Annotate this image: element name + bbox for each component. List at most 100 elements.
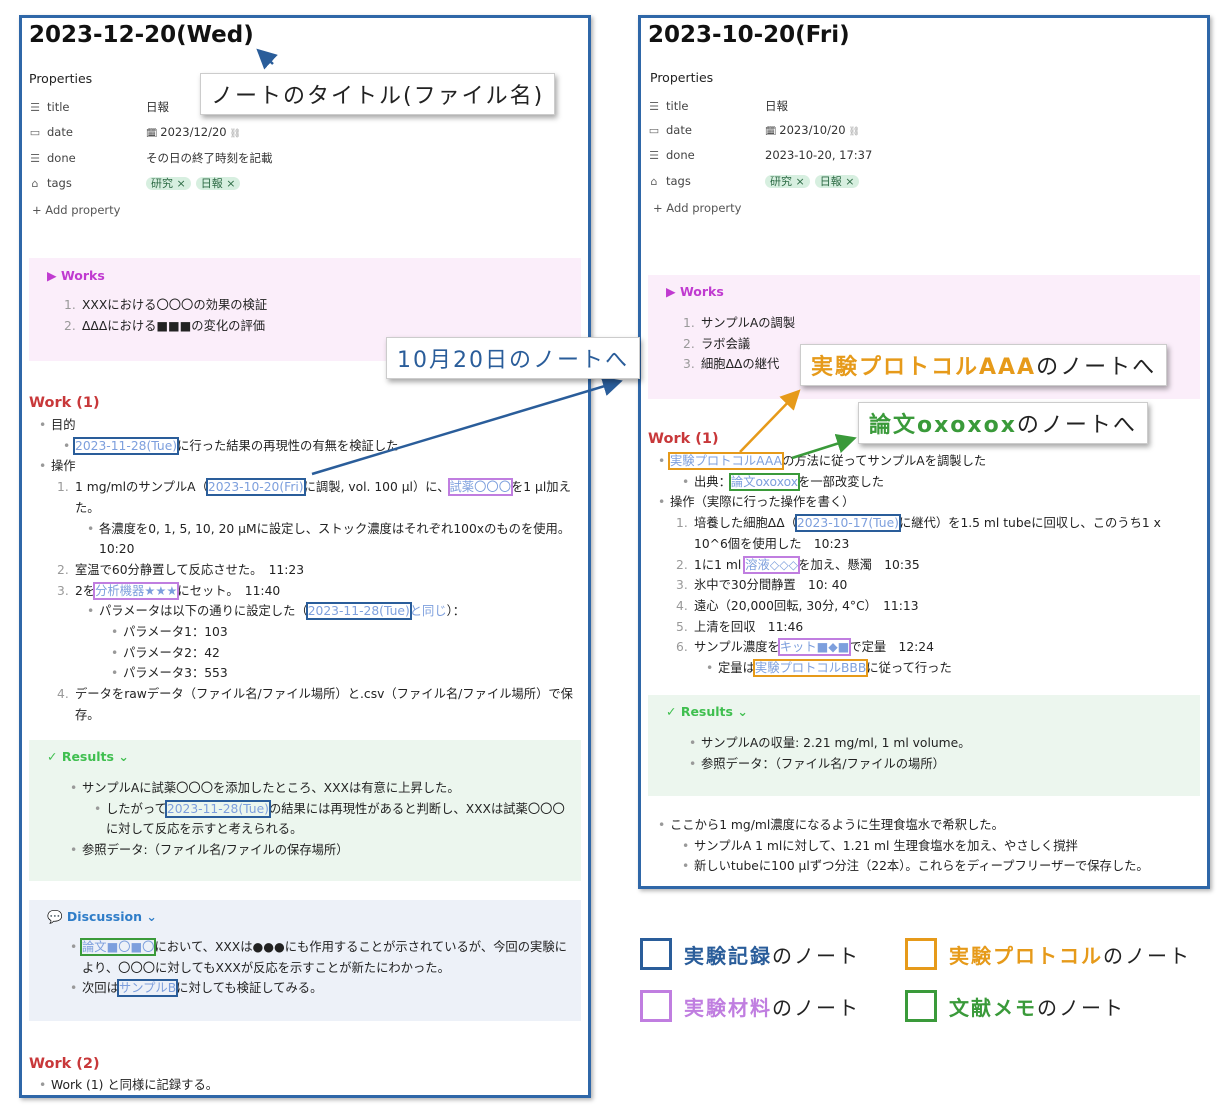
legend-item-record: 実験記録のノート [640,938,860,970]
property-value[interactable]: 日報 [765,98,788,114]
internal-link[interactable]: 2023-10-20(Fri) [205,478,306,497]
internal-link[interactable]: 実験プロトコルBBB [752,659,869,678]
property-value[interactable]: 日報 [146,99,169,115]
legend-label-highlight: 実験材料 [684,995,772,1020]
property-key-label: title [47,100,70,114]
link-icon[interactable]: ⛓ [226,129,241,139]
property-value[interactable]: 🗓 2023/10/20 ⛓ [765,123,860,137]
list-item: 5.上清を回収 11:46 [648,617,1197,638]
text: において、XXXは●●●にも作用することが示されているが、今回の実験により、〇〇… [82,940,567,975]
internal-link[interactable]: 2023-11-28(Tue) [164,799,271,818]
list-item: 3. 氷中で30分間静置 10: 40 [648,575,1197,596]
internal-link[interactable]: キット■◆■ [777,638,852,657]
tag-chip[interactable]: 日報 × [814,175,860,188]
legend-label-highlight: 文献メモ [949,995,1037,1020]
calendar-icon: 🗓 [146,129,161,139]
calendar-icon: ▭ [648,123,660,137]
bullet-icon: • [706,661,714,676]
list-number: 4. [676,598,688,613]
property-value-text: 2023/10/20 [779,123,846,137]
internal-link[interactable]: 論文oxoxox [728,472,801,491]
list-item: • 参照データ:（ファイル名/ファイルの保存場所） [36,840,571,861]
add-property-button[interactable]: + Add property [32,203,121,217]
property-value[interactable]: 🗓 2023/12/20 ⛓ [146,125,241,139]
tag-chip[interactable]: 日報 × [195,177,241,190]
note-title: 2023-12-20(Wed) [29,22,254,48]
property-row-date: ▭date🗓 2023/10/20 ⛓ [648,123,1168,137]
internal-link[interactable]: サンプルB [116,979,179,998]
works-heading[interactable]: ▶ Works [666,284,724,299]
legend-label: 実験材料のノート [684,992,860,1021]
list-item: •目的 [29,415,578,436]
list-number: 6. [676,640,688,655]
text: 各濃度を0, 1, 5, 10, 20 µMに設定し、ストック濃度はそれぞれ10… [99,521,571,557]
bullet-icon: • [87,521,95,536]
results-heading[interactable]: ✓ Results ⌄ [47,749,129,764]
link-icon[interactable]: ⛓ [845,127,860,137]
list-item: •論文■〇■〇において、XXXは●●●にも作用することが示されているが、今回の実… [36,937,571,978]
bullet-icon: • [689,736,697,750]
legend-label-highlight: 実験プロトコル [949,943,1103,968]
text: Work (1) と同様に記録する。 [51,1078,219,1092]
internal-link[interactable]: 分析機器★★★ [93,581,180,600]
text: 室温で60分静置して反応させた。 11:23 [75,562,305,577]
internal-link[interactable]: 2023-11-28(Tue) [305,602,412,621]
outline-list: •目的•2023-11-28(Tue)に行った結果の再現性の有無を検証した•操作… [29,415,578,726]
list-number: 3. [676,578,688,593]
internal-link[interactable]: 2023-10-17(Tue) [794,514,901,533]
legend-item-literature: 文献メモのノート [905,990,1125,1022]
internal-link[interactable]: 試薬〇〇〇 [447,478,513,497]
legend-swatch [640,938,672,970]
text: 上清を回収 11:46 [694,619,804,634]
internal-link[interactable]: と同じ [409,604,447,619]
property-value[interactable]: 研究 × 日報 × [765,173,864,189]
text-lines-icon: ☰ [649,99,659,113]
list-item: •パラメータ2：42 [29,643,578,664]
outline-list: •サンプルAの収量: 2.21 mg/ml, 1 ml volume。•参照デー… [655,733,1190,774]
list-number: 1. [676,516,688,531]
bullet-icon: • [111,625,119,640]
results-heading[interactable]: ✓ Results ⌄ [666,704,748,719]
callout-paper-highlight: 論文oxoxox [869,413,1017,438]
text: 参照データ:（ファイル名/ファイルの保存場所） [82,843,349,858]
paper-link-arrow [791,433,857,460]
bullet-icon: • [682,859,690,874]
internal-link[interactable]: 実験プロトコルAAA [668,452,784,470]
callout-paper: 論文oxoxoxのノートへ [858,402,1148,444]
list-item: •サンプルA 1 mlに対して、1.21 ml 生理食塩水を加え、やさしく撹拌 [648,836,1197,857]
property-value[interactable]: その日の終了時刻を記載 [146,150,273,166]
legend-label-rest: のノート [772,943,860,968]
property-value[interactable]: 研究 × 日報 × [146,175,245,191]
add-property-button[interactable]: + Add property [653,201,742,215]
list-item: 1.XXXにおける〇〇〇の効果の検証 [36,295,571,316]
property-value[interactable]: 2023-10-20, 17:37 [765,148,872,162]
bullet-icon: • [39,418,47,432]
discussion-heading[interactable]: 💬 Discussion ⌄ [47,909,157,924]
works-heading[interactable]: ▶ Works [47,268,105,283]
bullet-icon: • [682,474,690,489]
property-key: ▭date [29,125,146,139]
tag-chip[interactable]: 研究 × [146,177,191,190]
text: サンプルA 1 mlに対して、1.21 ml 生理食塩水を加え、やさしく撹拌 [694,838,1078,853]
results-callout: ✓ Results ⌄ • サンプルAに試薬〇〇〇を添加したところ、XXXは有意に… [29,740,581,881]
property-key-label: done [666,148,695,162]
list-number: 2. [683,336,695,351]
text: 氷中で30分間静置 10: 40 [694,578,848,593]
text: サンプルAの収量: 2.21 mg/ml, 1 ml volume。 [701,736,971,750]
internal-link[interactable]: 2023-11-28(Tue) [72,436,180,455]
bullet-icon: • [70,843,78,858]
list-item: •次回はサンプルBに対しても検証してみる。 [36,978,571,999]
bullet-icon: • [39,459,47,474]
internal-link[interactable]: 論文■〇■〇 [79,938,157,956]
text: を1 µl加えた。 [75,480,571,515]
property-key: ⌂tags [648,173,765,189]
tag-chip[interactable]: 研究 × [765,175,810,188]
list-number: 2. [57,562,69,577]
text: に継代）を1.5 ml tubeに回収し、このうち1 x 10^6個を使用した … [694,516,1161,551]
list-item: 1.培養した細胞ΔΔ（2023-10-17(Tue)に継代）を1.5 ml tu… [648,513,1197,554]
internal-link[interactable]: 溶液◇◇◇ [743,555,801,574]
text: サンプルAに試薬〇〇〇を添加したところ、XXXは有意に上昇した。 [82,781,460,795]
